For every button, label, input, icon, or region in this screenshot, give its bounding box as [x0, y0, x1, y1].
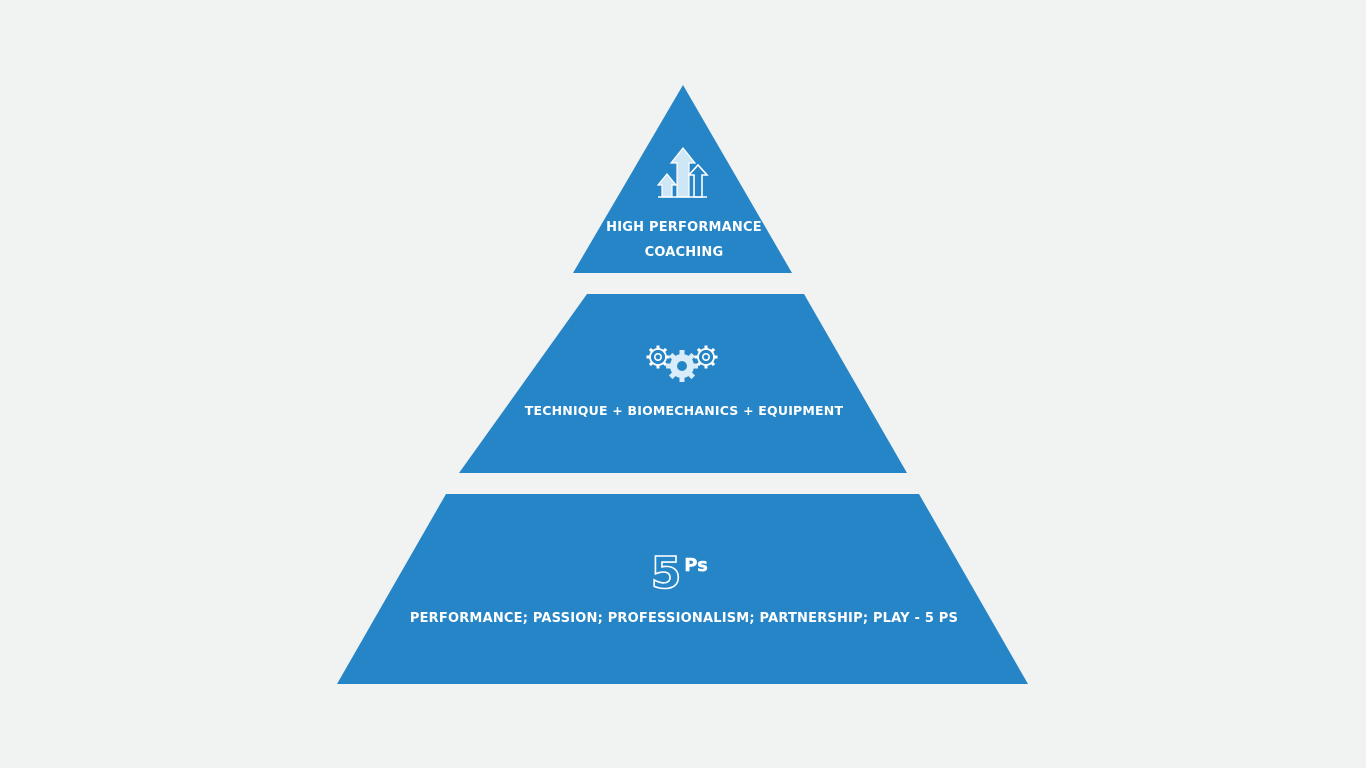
- pyramid-tier-middle: Technique + Biomechanics + Equipment: [459, 294, 907, 473]
- tier-middle-shape: [459, 294, 907, 473]
- tier-bottom-shape: [337, 494, 1028, 684]
- growth-arrows-icon: [656, 147, 709, 198]
- pyramid-tier-bottom: 5 Ps Performance; Passion; Professionali…: [337, 494, 1028, 684]
- pyramid-tier-top: High Performance Coaching: [573, 85, 792, 273]
- tier-middle-label: Technique + Biomechanics + Equipment: [525, 403, 844, 418]
- five-ps-suffix: Ps: [684, 555, 708, 576]
- five-ps-icon: 5 Ps: [650, 547, 708, 600]
- tier-bottom-label: Performance; Passion; Professionalism; P…: [410, 611, 958, 626]
- five-ps-number: 5: [651, 548, 682, 599]
- tier-top-label-line1: High Performance: [606, 220, 762, 235]
- gears-icon: [646, 345, 718, 382]
- tier-top-label-line2: Coaching: [645, 245, 724, 260]
